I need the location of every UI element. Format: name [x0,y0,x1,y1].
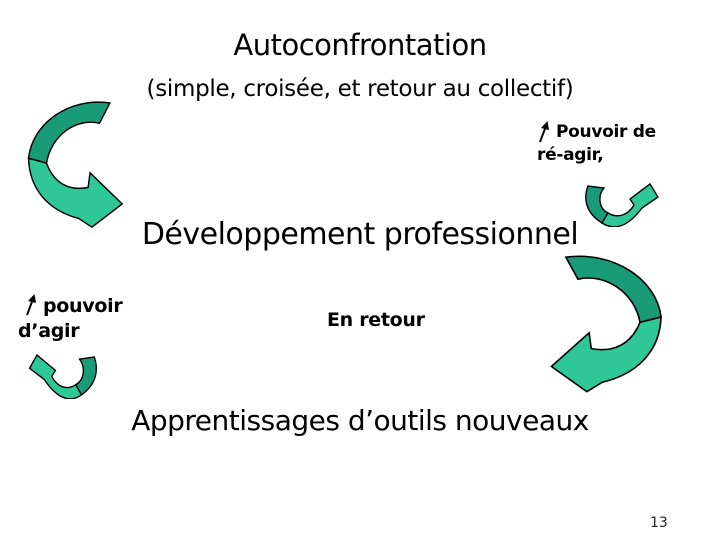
curved-arrow-left-dark-band [27,101,112,165]
en-retour-label: En retour [327,309,425,331]
bottom-heading: Apprentissages d’outils nouveaux [131,404,589,437]
curved-arrow-left-light-band [27,157,124,229]
small-curved-arrow-up-right-icon [584,183,664,227]
pouvoir-de-reagir-label: Pouvoir de ré-agir, [537,121,656,167]
page-title: Autoconfrontation [233,28,487,62]
pouvoir-de-line: Pouvoir de [537,121,656,144]
re-agir-text: ré-agir, [537,145,604,165]
small-arrow-right-light-band [601,183,659,227]
pouvoir-line: pouvoir [18,294,123,319]
dagir-text: d’agir [18,320,80,342]
rise-arrow-icon [26,294,36,316]
curved-arrow-right-dark-band [564,255,662,324]
page-number: 13 [650,515,668,531]
center-heading: Développement professionnel [141,217,579,252]
small-arrow-left-light-band [28,354,83,399]
curved-arrow-left-icon [20,100,126,233]
small-curved-arrow-up-left-icon [24,354,98,399]
subtitle: (simple, croisée, et retour au collectif… [146,76,574,102]
rise-arrow-icon [539,121,549,143]
pouvoir-dagir-label: pouvoir d’agir [18,294,123,344]
pouvoir-text: pouvoir [43,295,123,317]
curved-arrow-right-light-band [550,316,662,393]
curved-arrow-right-icon [547,254,671,398]
pouvoir-de-text: Pouvoir de [556,122,656,142]
